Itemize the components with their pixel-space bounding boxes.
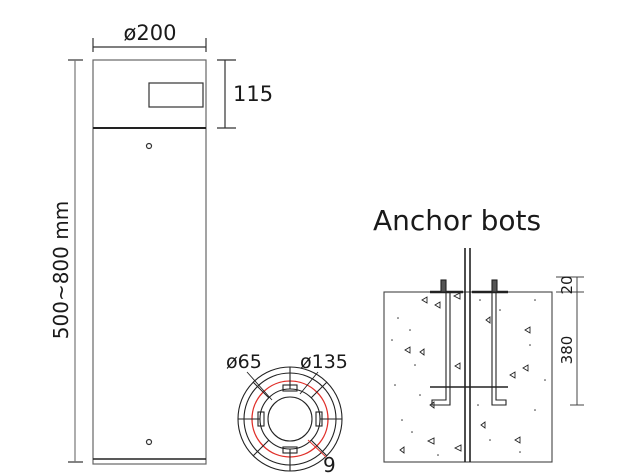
anchor-title: Anchor bots — [373, 204, 541, 237]
inner-diameter-label: ø65 — [226, 351, 262, 373]
screw-hole-bottom — [145, 438, 153, 446]
light-window — [148, 82, 204, 108]
concrete-speckles — [391, 299, 546, 456]
bollard-elevation — [68, 38, 236, 465]
diameter-label: ø200 — [124, 21, 177, 45]
bolt-circle-label: ø135 — [300, 351, 348, 373]
anchor-dimensions — [556, 276, 584, 406]
anchor-section — [383, 248, 553, 463]
screw-hole-top — [145, 142, 153, 150]
bollard-body — [92, 59, 207, 465]
base-section — [237, 366, 343, 472]
height-label: 500~800 mm — [49, 201, 73, 339]
head-height-label: 115 — [233, 82, 273, 106]
concrete-block — [383, 291, 553, 463]
top-dim-label: 20 — [558, 275, 576, 294]
depth-dim-label: 380 — [558, 336, 576, 365]
center-bore — [267, 396, 313, 442]
hole-label: 9 — [323, 453, 336, 475]
